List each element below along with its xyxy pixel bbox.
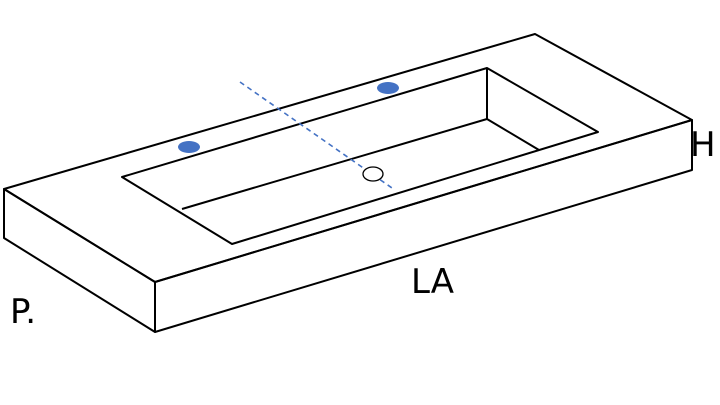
- bowl-bottom-edge: [181, 118, 540, 210]
- basin-top-surface: [3, 33, 693, 283]
- bowl-rim: [121, 67, 599, 245]
- depth-label: P.: [10, 292, 36, 332]
- tap-hole-right: [377, 82, 399, 94]
- drain-hole: [362, 166, 384, 182]
- basin-side-face: [154, 119, 693, 333]
- tap-hole-left: [178, 141, 200, 153]
- height-label: H: [690, 125, 716, 165]
- length-label: LA: [411, 262, 454, 302]
